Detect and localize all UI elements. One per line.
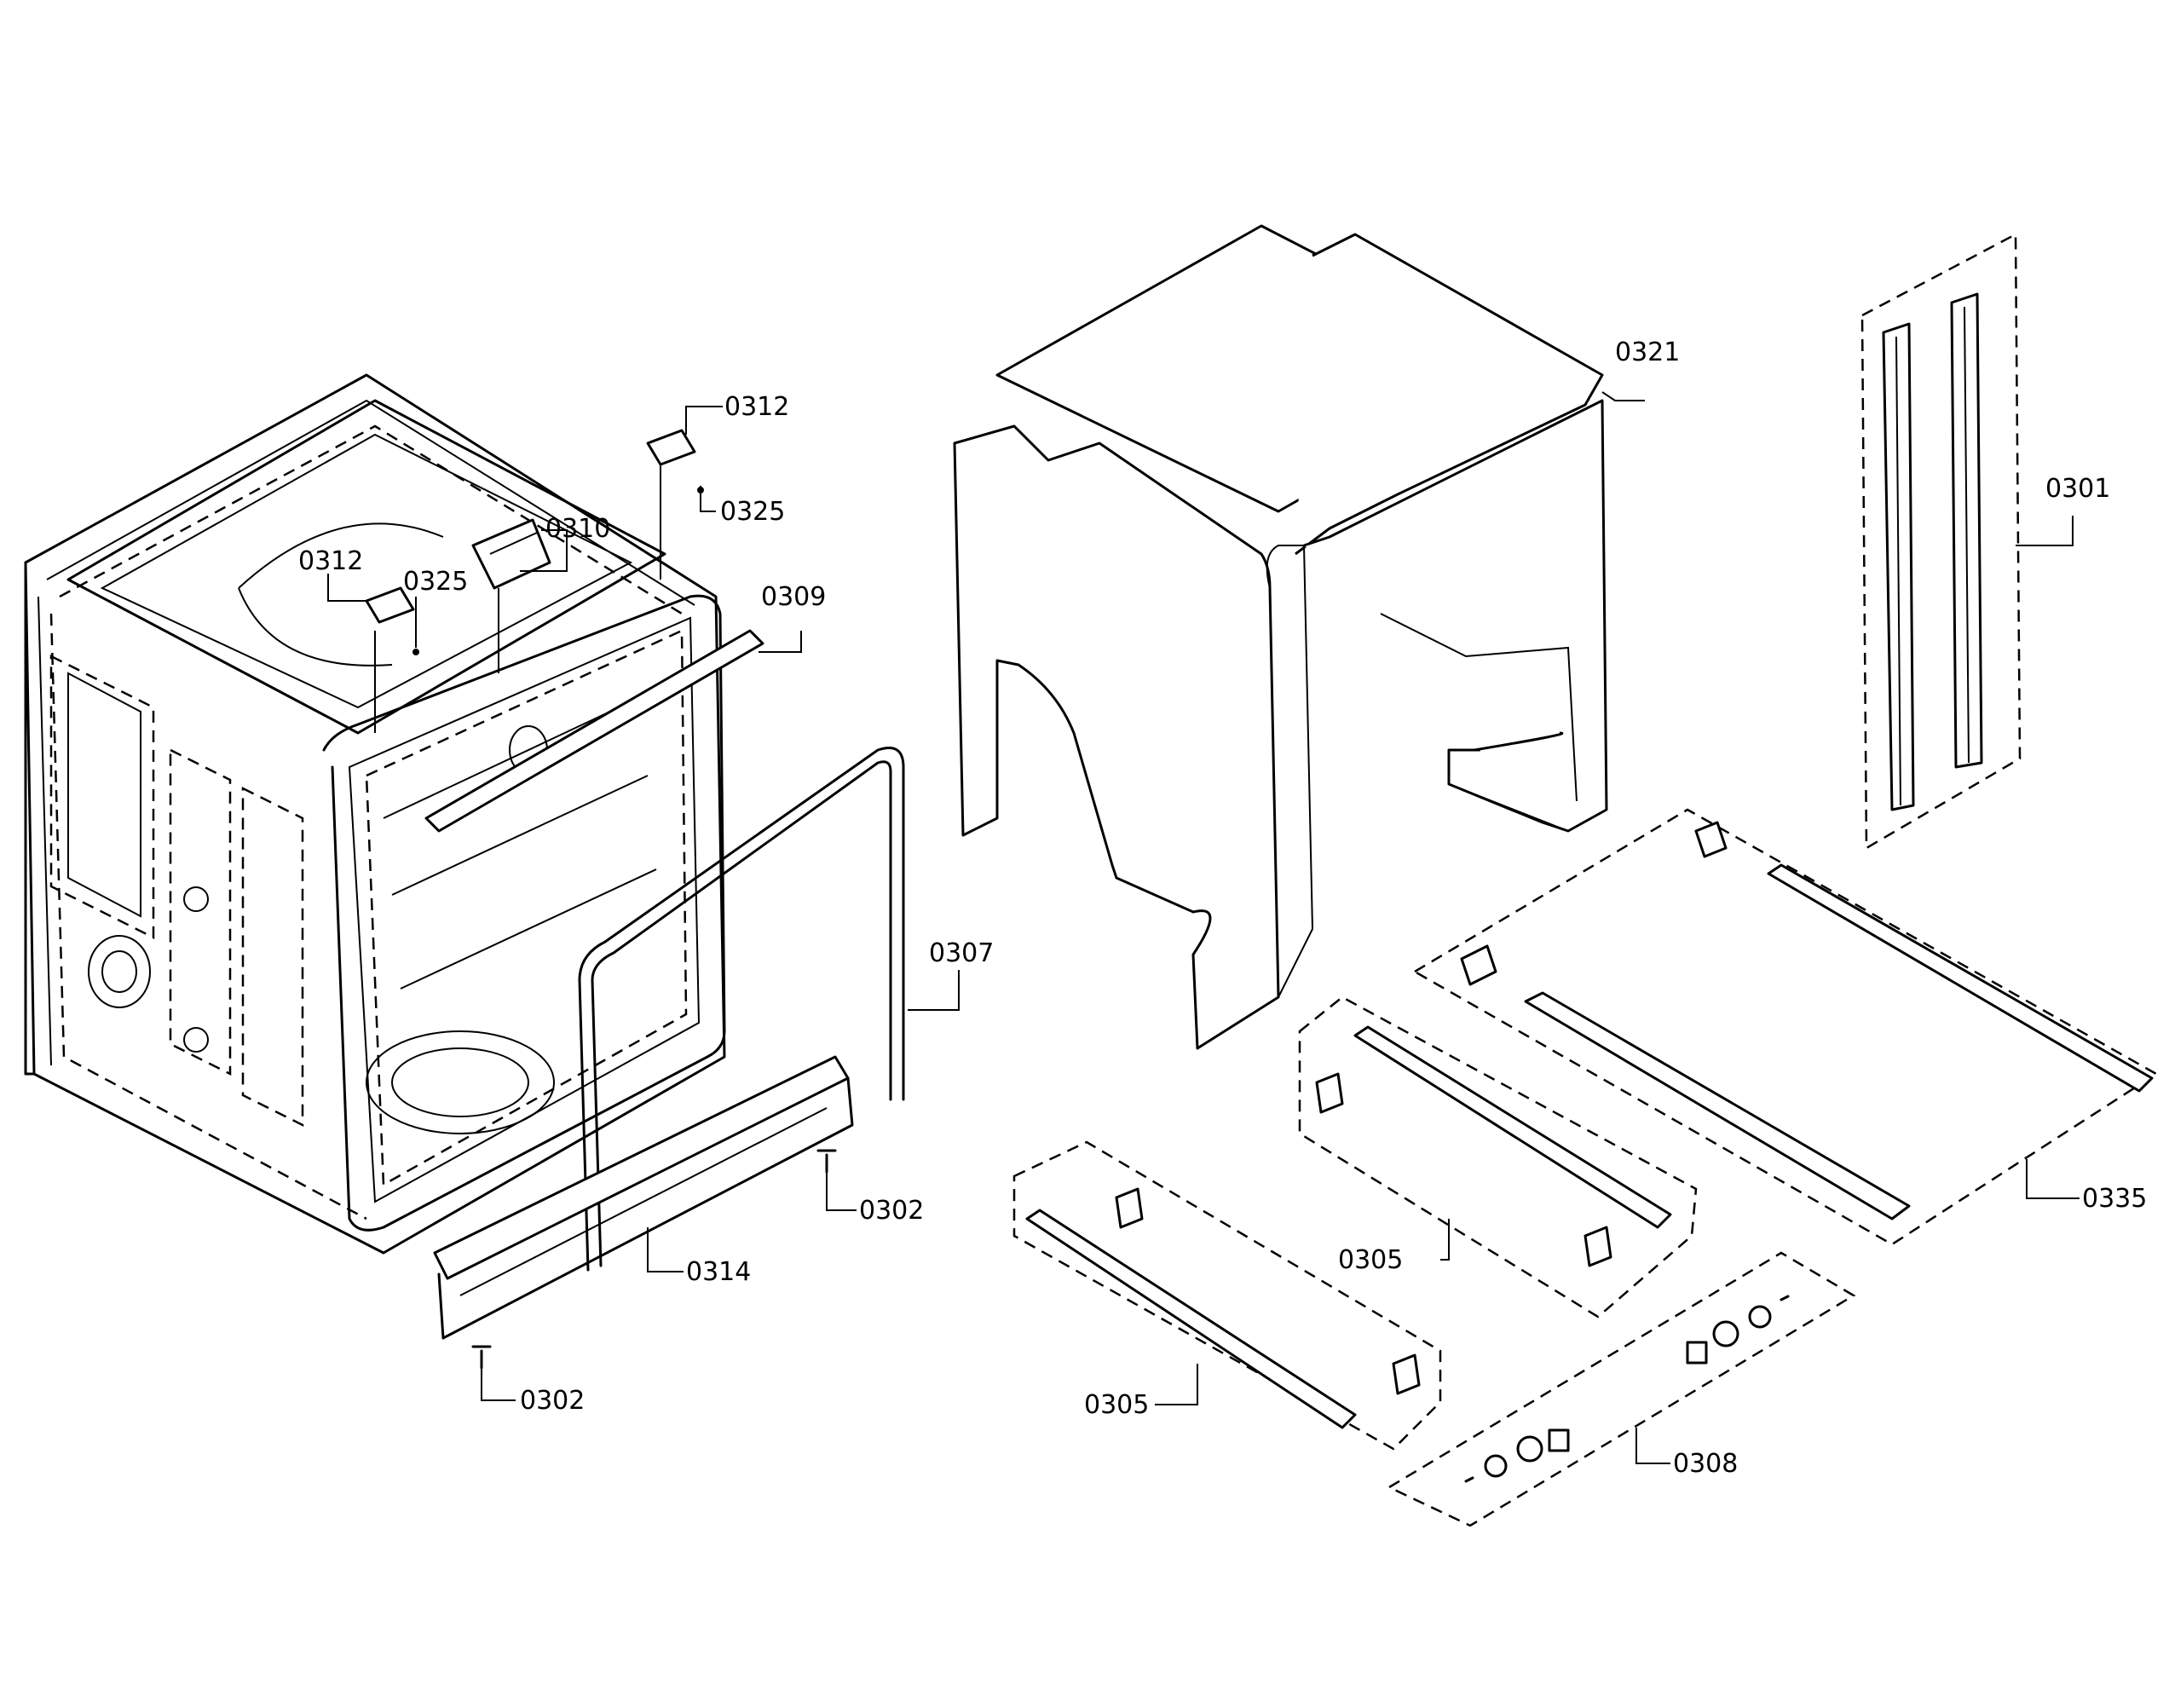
insulation-cover bbox=[953, 224, 1608, 1050]
wheel-kit bbox=[1387, 1251, 1856, 1527]
callout-label: 0305 bbox=[1084, 1390, 1149, 1420]
callout-label: 0335 bbox=[2082, 1184, 2147, 1214]
tub-assembly bbox=[24, 373, 905, 1370]
lower-rails bbox=[1012, 1140, 1442, 1451]
side-trim-strips bbox=[1860, 232, 2022, 851]
callout-label: 0302 bbox=[520, 1386, 585, 1416]
callout-label: 0312 bbox=[298, 546, 363, 576]
callout-label: 0325 bbox=[720, 497, 785, 527]
callout-labels: 0312 0325 0312 0325 0310 0309 0307 0302 … bbox=[298, 338, 2147, 1479]
middle-rails bbox=[1298, 995, 1698, 1319]
callout-label: 0321 bbox=[1615, 338, 1680, 367]
callout-label: 0310 bbox=[545, 514, 610, 544]
callout-leaders bbox=[327, 391, 2080, 1464]
callout-label: 0308 bbox=[1673, 1449, 1738, 1479]
callout-label: 0312 bbox=[724, 392, 789, 422]
callout-label: 0305 bbox=[1338, 1245, 1403, 1275]
callout-label: 0325 bbox=[403, 567, 468, 597]
callout-label: 0301 bbox=[2045, 474, 2110, 504]
upper-rails bbox=[1412, 808, 2159, 1246]
callout-label: 0307 bbox=[929, 938, 994, 968]
callout-label: 0309 bbox=[761, 582, 826, 612]
callout-label: 0302 bbox=[859, 1196, 924, 1226]
callout-label: 0314 bbox=[686, 1257, 751, 1287]
